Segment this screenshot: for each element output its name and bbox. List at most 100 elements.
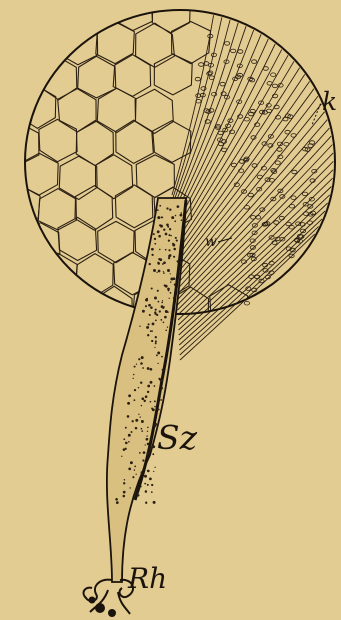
pore	[116, 501, 119, 504]
spore	[244, 301, 249, 305]
spore	[289, 204, 294, 208]
pore	[177, 205, 180, 208]
pore	[138, 358, 140, 360]
cell	[1, 185, 40, 228]
pore	[137, 494, 140, 497]
pore	[163, 272, 165, 274]
pore	[145, 444, 146, 445]
cell	[152, 0, 190, 33]
label-w: w	[205, 235, 217, 249]
spore	[212, 92, 217, 96]
pore	[152, 453, 154, 455]
pore	[157, 216, 160, 219]
pore	[158, 409, 160, 411]
pore	[127, 402, 130, 405]
pore	[148, 323, 150, 325]
pore	[160, 319, 162, 321]
rhizoid	[84, 580, 134, 616]
cell	[212, 419, 250, 462]
spore	[257, 175, 262, 179]
cell	[324, 418, 341, 463]
spore	[263, 67, 268, 71]
cell	[248, 351, 287, 394]
pore	[141, 420, 144, 423]
pore	[149, 314, 151, 316]
pore	[146, 326, 149, 329]
pore	[170, 281, 171, 282]
pore	[168, 289, 170, 291]
pore	[128, 434, 131, 437]
spore	[252, 60, 257, 64]
spore	[267, 82, 272, 86]
cell	[39, 0, 76, 32]
filament	[173, 23, 238, 210]
cell	[211, 483, 248, 528]
pore	[158, 270, 161, 273]
pore	[134, 399, 136, 401]
cell	[1, 0, 39, 31]
cell	[172, 22, 211, 64]
pore	[163, 321, 165, 323]
pore	[155, 336, 157, 338]
pore	[170, 278, 173, 281]
pore	[147, 484, 149, 486]
spore	[307, 221, 312, 225]
spore	[277, 148, 282, 152]
pore	[165, 233, 168, 236]
pore	[159, 224, 161, 226]
pore	[150, 381, 153, 384]
pore	[123, 438, 125, 440]
spore	[271, 73, 276, 77]
pore	[170, 333, 171, 334]
cell	[58, 217, 97, 260]
pore	[123, 491, 126, 494]
pore	[152, 445, 155, 448]
pore	[153, 501, 156, 504]
cell	[59, 22, 97, 64]
pore	[161, 387, 163, 389]
pore	[150, 306, 153, 309]
pore	[158, 235, 161, 238]
pore	[150, 368, 153, 371]
cell	[170, 482, 209, 526]
spore	[272, 84, 277, 88]
pore	[133, 378, 134, 379]
pore	[169, 298, 170, 299]
pore	[140, 362, 143, 365]
pore	[141, 356, 144, 359]
pore	[159, 205, 161, 207]
cell	[266, 451, 304, 494]
pore	[151, 330, 153, 332]
pore	[135, 419, 138, 422]
spore	[225, 42, 230, 46]
pore	[145, 305, 147, 307]
pore	[173, 248, 176, 251]
pore	[174, 283, 176, 285]
pore	[138, 414, 139, 415]
spore	[291, 134, 296, 138]
spore	[284, 142, 289, 146]
pore	[136, 363, 137, 364]
pore	[147, 443, 150, 446]
pore	[175, 237, 177, 239]
pore	[153, 233, 155, 235]
cell	[116, 120, 154, 163]
cell	[18, 350, 57, 393]
spore	[218, 131, 223, 135]
pore	[169, 228, 171, 230]
label-rh: Rh	[128, 565, 167, 593]
pore	[140, 471, 142, 473]
pore	[139, 452, 141, 454]
pore	[149, 447, 152, 450]
pore	[115, 498, 118, 501]
spore	[292, 170, 297, 174]
pore	[154, 406, 155, 407]
pore	[170, 273, 171, 274]
pore	[146, 452, 149, 455]
spore	[248, 193, 253, 197]
pore	[125, 442, 128, 445]
spore	[302, 192, 307, 196]
pore	[134, 466, 136, 468]
pore	[161, 216, 163, 218]
cell	[57, 284, 96, 327]
